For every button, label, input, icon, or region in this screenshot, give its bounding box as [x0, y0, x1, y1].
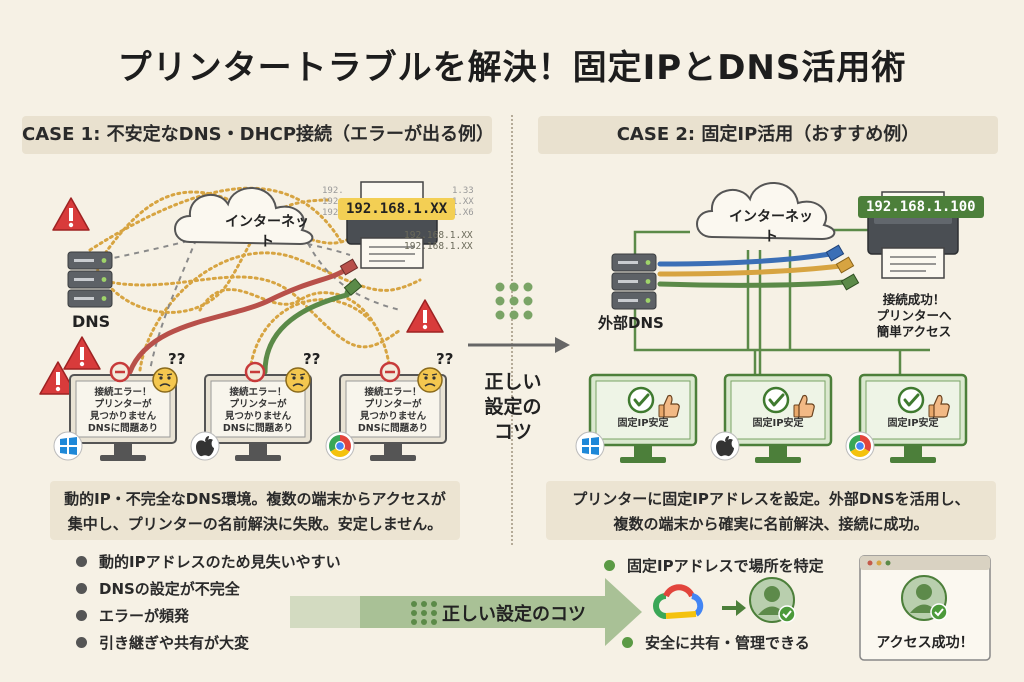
banner-text: 正しい設定のコツ	[442, 604, 586, 625]
banner-arrow	[290, 578, 642, 646]
forbidden-icon	[379, 361, 401, 383]
google-cloud-logo-icon	[653, 584, 704, 619]
list-item: 固定IPアドレスで場所を特定	[604, 552, 824, 579]
warning-icon	[406, 299, 444, 333]
middle-tip: 正しい設定のコツ	[484, 371, 542, 443]
printer-status: 接続成功！プリンターへ簡単アクセス	[876, 292, 952, 339]
dns-label-case1: DNS	[72, 312, 111, 331]
checkmark-icon	[762, 386, 790, 414]
case2-summary: プリンターに固定IPアドレスを設定。外部DNSを活用し、 複数の端末から確実に名…	[546, 481, 996, 540]
ghost-ip-left: 192.192.192.	[322, 186, 344, 218]
list-item: 動的IPアドレスのため見失いやすい	[76, 548, 341, 575]
server-icon	[67, 251, 113, 308]
forbidden-icon	[244, 361, 266, 383]
checkmark-icon	[897, 386, 925, 414]
case2-bullet-1: 固定IPアドレスで場所を特定	[604, 552, 824, 579]
forbidden-icon	[109, 361, 131, 383]
internet-label-case2: インターネット	[729, 209, 813, 245]
user-avatar-icon	[749, 577, 796, 623]
monitor-ok-label: 固定IP安定	[617, 418, 669, 429]
list-item: エラーが頻発	[76, 602, 341, 629]
windows-logo-icon	[53, 431, 83, 461]
dns-label-case2: 外部DNS	[598, 314, 664, 332]
printer-icon	[346, 181, 438, 269]
windows-logo-icon	[575, 431, 605, 461]
printer-ip-case2: 192.168.1.100	[858, 196, 984, 218]
case1-bullets: 動的IPアドレスのため見失いやすい DNSの設定が不完全 エラーが頻発 引き継ぎ…	[76, 548, 341, 656]
question-marks: ??	[436, 350, 454, 368]
chrome-logo-icon	[325, 431, 355, 461]
case1-summary: 動的IP・不完全なDNS環境。複数の端末からアクセスが 集中し、プリンターの名前…	[50, 481, 460, 540]
question-marks: ??	[168, 350, 186, 368]
apple-logo-icon	[190, 431, 220, 461]
list-item: 引き継ぎや共有が大変	[76, 629, 341, 656]
apple-logo-icon	[710, 431, 740, 461]
server-icon	[611, 253, 657, 310]
list-item: 安全に共有・管理できる	[622, 629, 810, 656]
access-success-label: アクセス成功！	[876, 635, 974, 651]
printer-ip-case1: 192.168.1.XX	[338, 198, 456, 220]
case2-bullet-2: 安全に共有・管理できる	[622, 629, 810, 656]
internet-label-case1: インターネット	[225, 214, 309, 250]
dot-grid	[495, 282, 533, 320]
chrome-logo-icon	[845, 431, 875, 461]
checkmark-icon	[627, 386, 655, 414]
case1-header: CASE 1: 不安定なDNS・DHCP接続（エラーが出る例）	[22, 116, 494, 154]
question-marks: ??	[303, 350, 321, 368]
page-title: プリンタートラブルを解決！固定IPとDNS活用術	[117, 48, 907, 88]
warning-icon	[52, 197, 90, 231]
list-item: DNSの設定が不完全	[76, 575, 341, 602]
monitor-ok-label: 固定IP安定	[887, 418, 939, 429]
section-divider	[511, 115, 513, 545]
warning-icon	[63, 336, 101, 370]
case2-header: CASE 2: 固定IP活用（おすすめ例）	[538, 116, 998, 154]
arrow-right-icon	[468, 337, 570, 353]
monitor-ok-label: 固定IP安定	[752, 418, 804, 429]
